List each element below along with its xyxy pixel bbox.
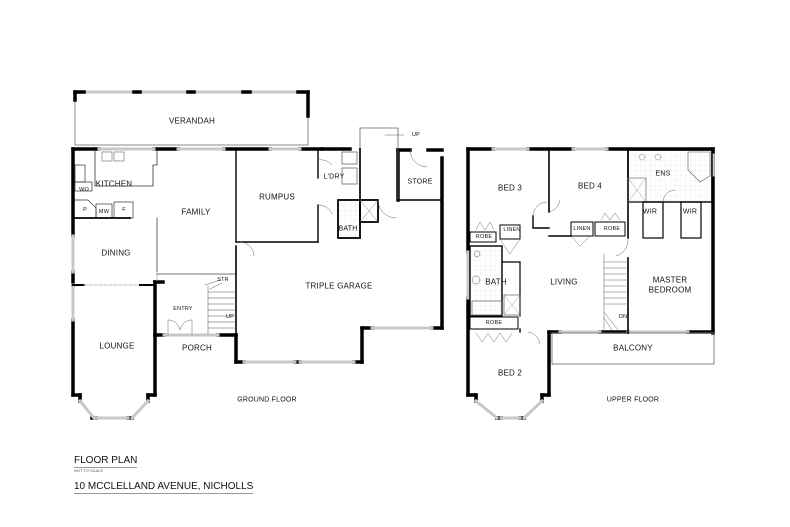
room-label-master-line1: MASTER	[652, 275, 688, 285]
upper-interior-walls	[469, 148, 713, 345]
room-label-robe-bed4: ROBE	[603, 226, 621, 232]
room-label-family: FAMILY	[181, 207, 211, 217]
scale-note: NOT TO SCALE	[74, 468, 104, 473]
room-label-porch: PORCH	[182, 343, 212, 353]
room-label-laundry: L'DRY	[323, 173, 345, 181]
room-label-robe-bed3: ROBE	[475, 234, 493, 240]
room-label-wir-1: WIR	[642, 208, 658, 216]
fixture-wall-oven: WO	[79, 187, 89, 193]
ground-windows	[71, 147, 434, 421]
room-label-balcony: BALCONY	[613, 343, 653, 353]
room-label-bed-2: BED 2	[497, 368, 523, 378]
room-label-dining: DINING	[101, 248, 131, 258]
room-label-triple-garage: TRIPLE GARAGE	[305, 281, 373, 291]
upper-floor-caption: UPPER FLOOR	[606, 396, 660, 404]
stairs-up-label: UP	[225, 314, 235, 320]
fixture-microwave: MW	[98, 209, 110, 215]
room-label-lounge: LOUNGE	[99, 341, 135, 351]
room-label-master-line2: BEDROOM	[648, 285, 692, 295]
document-title: FLOOR PLAN	[74, 455, 138, 468]
ground-interior-walls	[72, 127, 443, 336]
room-label-living: LIVING	[550, 277, 578, 287]
ground-exterior-walls	[71, 147, 444, 420]
property-address: 10 MCCLELLAND AVENUE, NICHOLLS	[74, 481, 254, 494]
room-label-rumpus: RUMPUS	[259, 192, 295, 202]
room-label-bed-3: BED 3	[497, 183, 523, 193]
fixture-pantry: P	[83, 207, 87, 213]
ground-floor-plan	[71, 90, 444, 421]
room-label-robe-bed2: ROBE	[485, 320, 503, 326]
verandah-outline	[73, 90, 310, 146]
room-label-ensuite: ENS	[655, 170, 671, 178]
fixture-store-under-stairs: STR	[217, 277, 229, 283]
fixture-fridge: F	[122, 207, 126, 213]
upper-floor-plan	[466, 147, 715, 421]
room-label-linen-1: LINEN	[503, 227, 521, 233]
room-label-bath-upper: BATH	[485, 277, 507, 287]
room-label-verandah: VERANDAH	[168, 116, 216, 126]
upper-windows	[466, 147, 715, 421]
balcony-outline	[551, 332, 715, 365]
room-label-bed-4: BED 4	[577, 181, 603, 191]
room-label-linen-2: LINEN	[573, 226, 591, 232]
ground-floor-caption: GROUND FLOOR	[237, 396, 297, 404]
stairs-down-label: DN	[618, 314, 628, 320]
room-label-entry: ENTRY	[173, 306, 193, 312]
room-label-wir-2: WIR	[682, 208, 698, 216]
room-label-bath-ground: BATH	[338, 225, 358, 233]
ramp-up-label: UP	[411, 132, 421, 138]
room-label-kitchen: KITCHEN	[95, 179, 133, 189]
room-label-store: STORE	[407, 178, 433, 186]
